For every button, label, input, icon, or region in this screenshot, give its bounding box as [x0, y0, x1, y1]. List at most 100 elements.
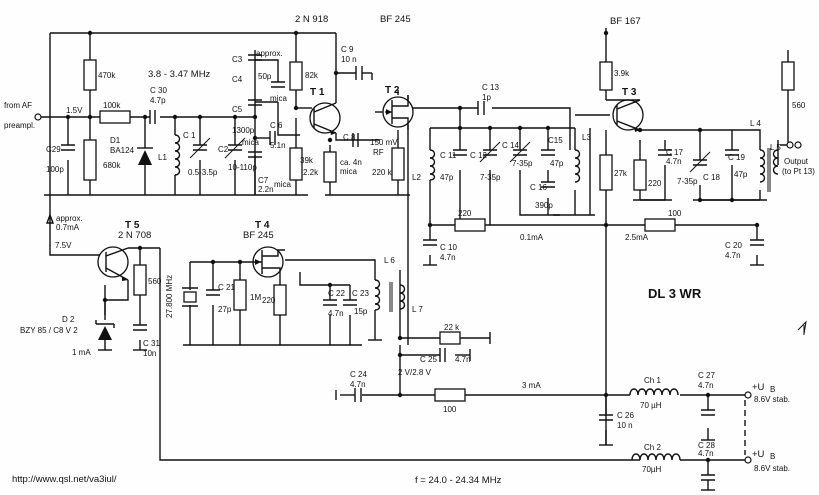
- label-r3-9k: 3.9k: [614, 69, 630, 78]
- label-d1: D1: [110, 136, 121, 145]
- label-c28: C 28: [698, 441, 715, 450]
- label-url: http://www.qsl.net/va3iul/: [12, 474, 117, 485]
- label-ub2: +U: [752, 449, 765, 460]
- label-output-dest: (to Pt 13): [782, 167, 815, 176]
- inductor-l1: [174, 134, 181, 176]
- capacitor-c15: [541, 149, 555, 156]
- label-ch2v: 70µH: [642, 465, 662, 474]
- label-c31v: 10n: [143, 349, 156, 358]
- label-c12: C 12: [470, 151, 487, 160]
- diode-d2-zener: [95, 320, 115, 340]
- label-c7-mica: mica: [274, 180, 291, 189]
- capacitor-c26: [599, 414, 613, 421]
- label-c21v: 27p: [218, 305, 232, 314]
- label-r100-bot: 100: [443, 405, 457, 414]
- label-c5-mica: mica: [242, 138, 259, 147]
- label-callsign: DL 3 WR: [648, 286, 702, 301]
- resistor-27k: [599, 154, 613, 191]
- label-c5v: 1300p: [232, 126, 255, 135]
- transistor-t3: [606, 99, 644, 132]
- ground-symbols: [44, 73, 779, 491]
- diode-d1: [137, 147, 153, 165]
- crystal: [182, 287, 198, 307]
- capacitor-c31: [133, 324, 147, 331]
- capacitor-c18: [693, 159, 707, 166]
- inductor-l3: [574, 149, 581, 183]
- label-c17: C 17: [666, 148, 683, 157]
- capacitor-c17: [658, 149, 672, 156]
- terminals: [34, 113, 802, 464]
- label-r22k: 22 k: [444, 323, 460, 332]
- label-c11v: 47p: [440, 173, 454, 182]
- label-c14v: 7-35p: [512, 159, 533, 168]
- resistor-100k: [99, 110, 131, 124]
- inductor-l7: [399, 284, 406, 310]
- label-ub2-volt: 8.6V stab.: [754, 464, 790, 473]
- label-ch1v: 70 µH: [640, 401, 662, 410]
- label-c9v: 10 n: [341, 55, 357, 64]
- label-l1: L1: [158, 153, 167, 162]
- resistors: [83, 59, 795, 402]
- label-l3: L3: [582, 133, 591, 142]
- label-r220-t3: 220: [648, 179, 662, 188]
- capacitor-c4: [271, 81, 285, 88]
- label-3ma: 3 mA: [522, 381, 541, 390]
- label-approx-c3: approx.: [256, 49, 283, 58]
- label-output: Output: [784, 157, 809, 166]
- label-t5: T 5: [125, 220, 140, 231]
- label-r560: 560: [148, 277, 162, 286]
- transistor-t2: [382, 95, 414, 130]
- transistor-t1: [309, 102, 341, 135]
- label-v15: 1.5V: [66, 106, 83, 115]
- resistor-39k: [323, 151, 337, 183]
- label-r220-mid: 220: [458, 209, 472, 218]
- label-t1-type: 2 N 918: [295, 14, 328, 25]
- capacitor-c9: [355, 66, 363, 80]
- label-l2: L2: [412, 173, 421, 182]
- label-c17v: 4.7n: [666, 157, 682, 166]
- label-c11: C 11: [440, 151, 457, 160]
- label-r680k: 680k: [103, 161, 121, 170]
- label-c8v: ca. 4n: [340, 158, 362, 167]
- capacitor-c23: [343, 299, 357, 306]
- label-c7v: 2.2n: [258, 185, 274, 194]
- label-freq-out: f = 24.0 - 24.34 MHz: [415, 475, 502, 486]
- inductor-l4: [759, 149, 766, 183]
- label-c29v: 100p: [46, 165, 64, 174]
- label-c28v: 4.7n: [698, 449, 714, 458]
- label-2-5ma: 2.5mA: [625, 233, 649, 242]
- label-c4: C4: [232, 75, 243, 84]
- resistor-2-2k: [289, 147, 303, 181]
- inductor-l5: [772, 149, 779, 175]
- corner-mark: [797, 320, 807, 335]
- label-c2: C2: [218, 145, 229, 154]
- label-d2: D 2: [62, 315, 75, 324]
- capacitor-c5: [248, 99, 262, 106]
- label-c15: C15: [548, 136, 563, 145]
- core-lines: [389, 148, 771, 312]
- label-t5-type: 2 N 708: [118, 230, 151, 241]
- label-v75: 7.5V: [55, 241, 72, 250]
- label-approx: approx.: [56, 214, 83, 223]
- label-c14: C 14: [502, 141, 519, 150]
- capacitor-c16: [541, 181, 555, 188]
- label-c23v: 15p: [354, 307, 368, 316]
- capacitor-c2: [228, 144, 242, 151]
- label-c23: C 23: [352, 289, 369, 298]
- label-t1: T 1: [310, 87, 325, 98]
- capacitors: [61, 54, 764, 481]
- label-c25v: 4.7n: [455, 355, 471, 364]
- junction-dots: [65, 30, 760, 463]
- label-crystal: 27.800 MHz: [165, 275, 174, 318]
- label-ch1: Ch 1: [644, 376, 661, 385]
- resistor-220k: [391, 147, 405, 181]
- label-c6v: 5.1n: [270, 141, 286, 150]
- label-ub1-sub: B: [770, 385, 775, 394]
- capacitor-c12: [483, 149, 497, 156]
- label-l7: L 7: [412, 305, 423, 314]
- label-c13v: 1p: [482, 93, 491, 102]
- label-l5: L 5: [770, 143, 781, 152]
- label-c24v: 4.7n: [350, 380, 366, 389]
- capacitor-c3: [248, 54, 262, 61]
- resistor-560-top: [781, 61, 795, 91]
